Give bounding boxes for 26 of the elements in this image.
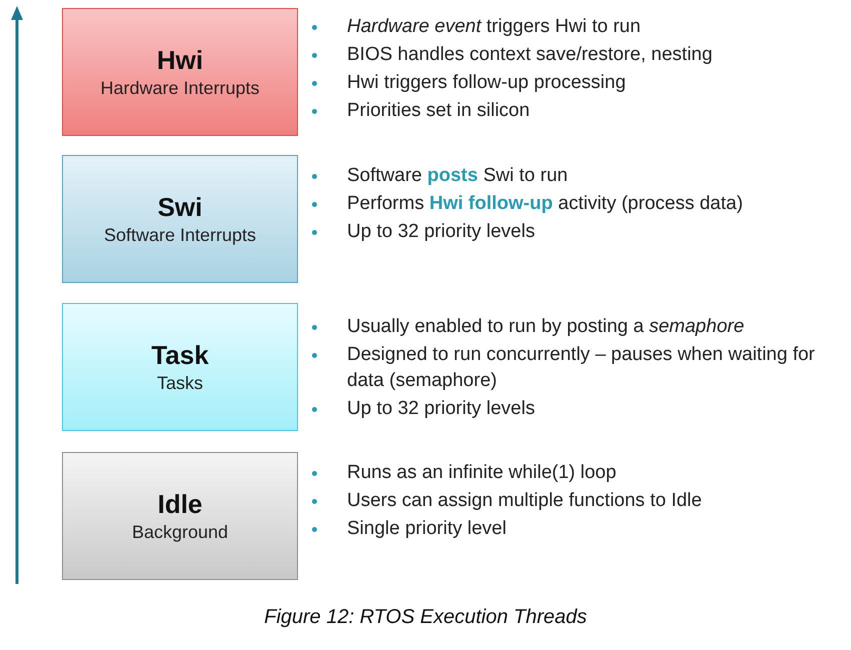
bullet-text: Hardware event triggers Hwi to run: [347, 16, 641, 37]
bullet-text: Designed to run concurrently – pauses when waiting for data (semaphore): [347, 344, 815, 391]
layer-subtitle: Software Interrupts: [104, 224, 256, 247]
layer-title: Task: [151, 339, 209, 371]
layer-title: Hwi: [156, 44, 204, 76]
bullet-text: Up to 32 priority levels: [347, 398, 535, 419]
layer-subtitle: Tasks: [156, 372, 203, 395]
layer-box: [62, 303, 298, 431]
figure-caption: Figure 12: RTOS Execution Threads: [263, 606, 588, 629]
bullet-text: Hwi triggers follow-up processing: [347, 72, 626, 93]
layer-box: [62, 8, 298, 136]
bullet-text: Performs Hwi follow-up activity (process data): [347, 193, 743, 214]
layer-title: Swi: [158, 191, 202, 223]
bullet-text: Users can assign multiple functions to Idle: [347, 490, 702, 511]
layer-subtitle: Hardware Interrupts: [100, 77, 260, 100]
bullet-text: Usually enabled to run by posting a semaphore: [347, 316, 744, 337]
bullet-text: BIOS handles context save/restore, nesting: [347, 44, 712, 65]
layer-box: [62, 155, 298, 283]
bullet-text: Runs as an infinite while(1) loop: [347, 462, 616, 483]
bullet-text: Single priority level: [347, 518, 506, 539]
bullet-text: Priorities set in silicon: [347, 100, 530, 121]
layer-title: Idle: [158, 488, 202, 520]
layer-box: [62, 452, 298, 580]
bullet-text: Software posts Swi to run: [347, 165, 568, 186]
bullet-text: Up to 32 priority levels: [347, 221, 535, 242]
layer-subtitle: Background: [132, 521, 228, 544]
